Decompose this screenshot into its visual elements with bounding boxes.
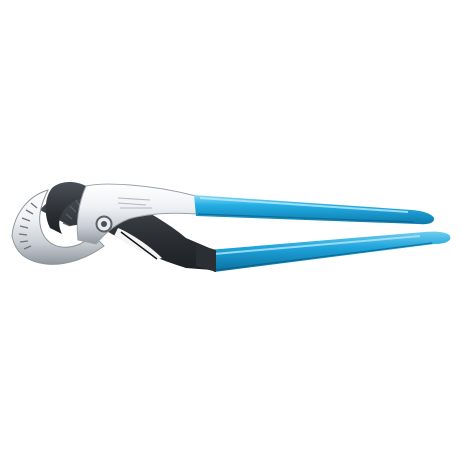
lower-arm-collar xyxy=(196,244,216,272)
steel-jaw xyxy=(11,189,105,265)
stamped-marking xyxy=(117,197,152,209)
jaw-teeth xyxy=(18,202,38,250)
upper-handle xyxy=(194,195,435,225)
lower-handle xyxy=(208,231,451,272)
upper-arm xyxy=(76,183,199,245)
